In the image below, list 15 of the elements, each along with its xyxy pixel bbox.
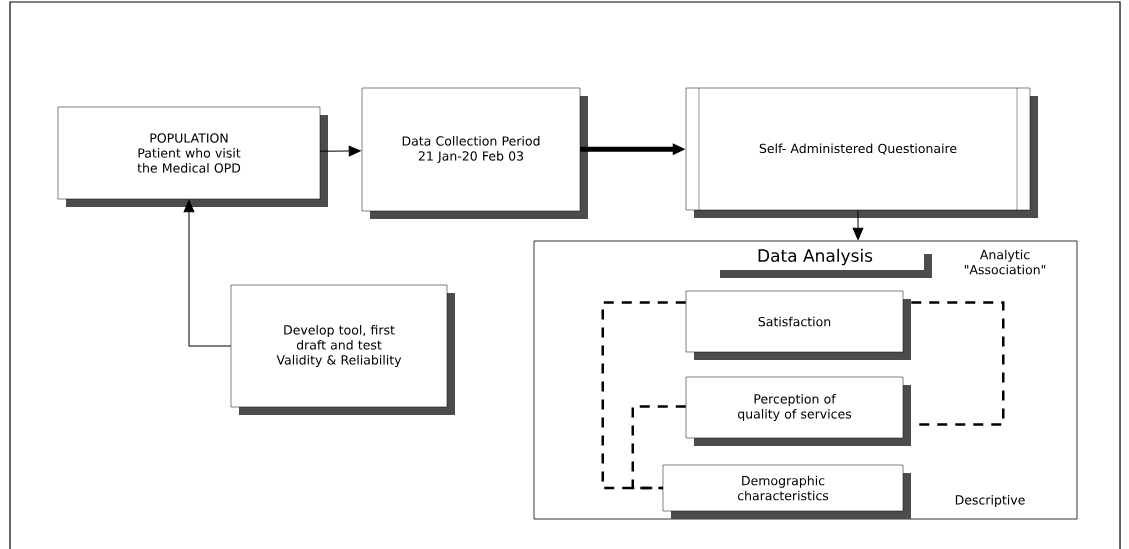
arrow bbox=[852, 209, 864, 240]
dashed-connector bbox=[601, 301, 686, 490]
arrow bbox=[319, 145, 361, 157]
dashed-connector bbox=[631, 405, 686, 490]
process-box: POPULATION Patient who visit the Medical OPD bbox=[57, 106, 328, 207]
predefined-process-box: Self- Administered Questionaire bbox=[685, 87, 1038, 218]
note-label: Analytic "Association" bbox=[964, 249, 1046, 275]
arrow bbox=[183, 200, 232, 347]
note-label: Descriptive bbox=[955, 494, 1025, 508]
process-box: Data Collection Period 21 Jan-20 Feb 03 bbox=[361, 87, 588, 219]
process-box: Demographic characteristics bbox=[662, 464, 911, 519]
process-box: Perception of quality of services bbox=[685, 376, 911, 446]
dashed-connector bbox=[911, 301, 1005, 426]
process-box: Satisfaction bbox=[685, 290, 911, 360]
process-box: Develop tool, first draft and test Validity & Reliability bbox=[230, 284, 455, 415]
